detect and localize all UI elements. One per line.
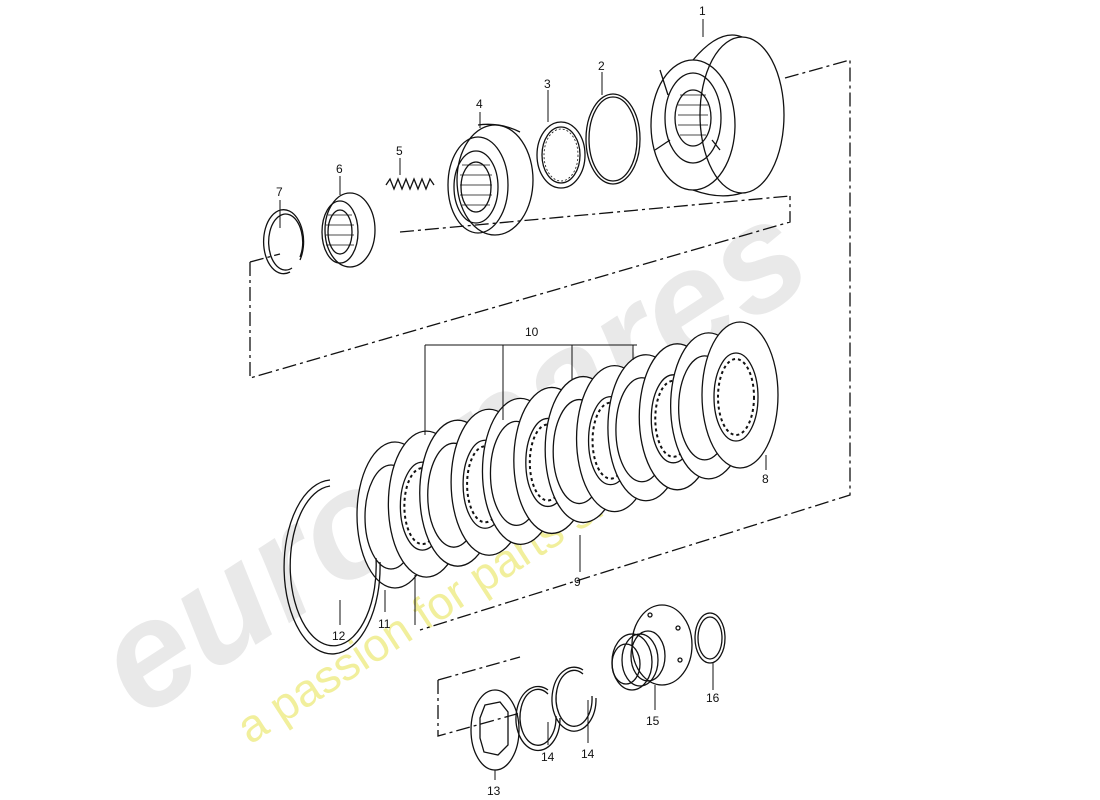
- callout-13: 13: [487, 784, 501, 798]
- callout-numbers: 1 2 3 4 5 6 7 8 9 10 11 12 13 14 14 15 1…: [276, 4, 769, 798]
- callout-2: 2: [598, 59, 605, 73]
- callout-14-b: 14: [581, 747, 595, 761]
- callout-5: 5: [396, 144, 403, 158]
- part-15-carrier: [611, 604, 693, 691]
- part-4-piston: [447, 123, 534, 236]
- callout-6: 6: [336, 162, 343, 176]
- callout-3: 3: [544, 77, 551, 91]
- part-6-hub: [321, 192, 376, 268]
- callout-12: 12: [332, 629, 346, 643]
- leader-lines: [279, 19, 767, 780]
- callout-14-a: 14: [541, 750, 555, 764]
- callout-4: 4: [476, 97, 483, 111]
- assembly-frame-lines: [249, 59, 851, 737]
- callout-9: 9: [574, 575, 581, 589]
- clutch-disc-stack: [356, 321, 779, 589]
- part-1-clutch-drum: [650, 34, 785, 197]
- callout-11: 11: [378, 617, 391, 631]
- part-12-large-snap-ring: [283, 479, 381, 655]
- part-7-snap-ring: [262, 209, 305, 275]
- part-14-ring-b: [551, 666, 597, 732]
- friction-disc: [701, 321, 779, 469]
- part-14-ring-a: [515, 685, 561, 752]
- callout-1: 1: [699, 4, 706, 18]
- callout-7: 7: [276, 185, 283, 199]
- callout-15: 15: [646, 714, 660, 728]
- part-2-o-ring: [585, 93, 641, 185]
- part-16-small-ring: [694, 612, 726, 664]
- part-5-spring: [385, 177, 435, 191]
- part-13-thrust-washer: [470, 689, 520, 771]
- callout-16: 16: [706, 691, 720, 705]
- part-3-seal-ring: [536, 121, 586, 189]
- callout-8: 8: [762, 472, 769, 486]
- callout-10: 10: [525, 325, 539, 339]
